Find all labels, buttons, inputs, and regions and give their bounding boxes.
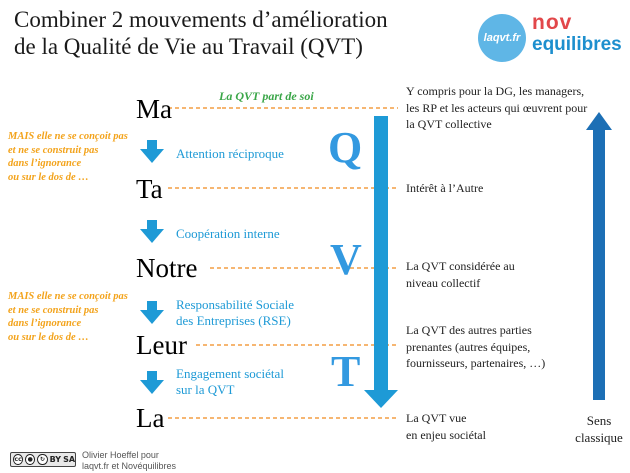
sens-classique-line-2: classique xyxy=(575,430,623,445)
laqvt-logo-text: laqvt.fr xyxy=(483,32,521,44)
title-line-2: de la Qualité de Vie au Travail (QVT) xyxy=(14,34,363,59)
letter-q: Q xyxy=(328,123,363,172)
desc-ma-line-2: les RP et les acteurs qui œuvrent pour xyxy=(406,100,588,115)
desc-notre-line-1: La QVT considérée au xyxy=(406,259,515,273)
down-arrow-icon-4 xyxy=(140,371,164,394)
word-notre: Notre xyxy=(136,253,198,283)
mais-note-2: MAIS elle ne se conçoit pas et ne se con… xyxy=(8,290,128,344)
desc-leur: La QVT des autres parties prenantes (aut… xyxy=(406,322,545,372)
by-person-icon: ● xyxy=(25,454,36,465)
sens-classique-label: Sens classique xyxy=(560,412,630,446)
mais-note-1-line-4: ou sur le dos de … xyxy=(8,171,89,183)
sens-classique-line-1: Sens xyxy=(586,413,612,428)
mais-note-1-line-3: dans l’ignorance xyxy=(8,158,82,169)
page-title: Combiner 2 mouvements d’amélioration de … xyxy=(14,6,388,60)
credit-line-1: Olivier Hoeffel pour xyxy=(82,450,159,460)
mais-note-2-line-1: MAIS elle ne se conçoit pas xyxy=(8,291,128,302)
mais-note-1-line-2: et ne se construit pas xyxy=(8,144,99,156)
desc-leur-line-3: fournisseurs, partenaires, …) xyxy=(406,356,546,370)
down-arrow-icon-3 xyxy=(140,301,164,324)
tagline: La QVT part de soi xyxy=(219,89,314,103)
link-attention: Attention réciproque xyxy=(176,146,284,161)
desc-la-line-2: en enjeu sociétal xyxy=(406,427,486,442)
desc-ta: Intérêt à l’Autre xyxy=(406,181,484,195)
desc-leur-line-1: La QVT des autres parties xyxy=(406,323,532,337)
sens-classique-up-arrow xyxy=(586,112,612,400)
desc-ma-line-3: la QVT collective xyxy=(406,117,492,131)
link-engagement-line-1: Engagement sociétal xyxy=(176,366,284,381)
word-la: La xyxy=(136,403,165,433)
credit-line-2: laqvt.fr et Novéquilibres xyxy=(82,461,177,471)
link-rse-line-1: Responsabilité Sociale xyxy=(176,297,295,312)
mais-note-2-line-4: ou sur le dos de … xyxy=(8,331,89,343)
down-arrow-icon-1 xyxy=(140,140,164,163)
word-ta: Ta xyxy=(136,174,163,204)
down-arrow-icon-2 xyxy=(140,220,164,243)
credit: Olivier Hoeffel pour laqvt.fr et Novéqui… xyxy=(82,450,176,472)
cc-license-badge: cc ● ↻ BY SA xyxy=(10,452,76,467)
sa-share-icon: ↻ xyxy=(37,454,48,465)
cc-sa-label: SA xyxy=(63,455,76,464)
novequilibres-logo: nov equilibres xyxy=(532,12,622,56)
mais-note-1-line-1: MAIS elle ne se conçoit pas xyxy=(8,131,128,142)
letter-t: T xyxy=(331,347,361,396)
link-cooperation: Coopération interne xyxy=(176,226,280,241)
qvt-down-arrow xyxy=(364,116,398,408)
desc-la: La QVT vue en enjeu sociétal xyxy=(406,410,486,443)
mais-note-2-line-3: dans l’ignorance xyxy=(8,318,82,329)
desc-ma-line-1: Y compris pour la DG, les managers, xyxy=(406,84,585,98)
cc-by-label: BY xyxy=(49,455,62,464)
novequilibres-logo-line-1: nov xyxy=(532,11,573,34)
letter-v: V xyxy=(330,235,362,284)
desc-la-line-1: La QVT vue xyxy=(406,411,467,425)
word-ma: Ma xyxy=(136,94,172,124)
desc-notre-line-2: niveau collectif xyxy=(406,275,481,290)
desc-notre: La QVT considérée au niveau collectif xyxy=(406,258,515,291)
link-engagement: Engagement sociétal sur la QVT xyxy=(176,366,284,398)
word-leur: Leur xyxy=(136,330,187,360)
mais-note-1: MAIS elle ne se conçoit pas et ne se con… xyxy=(8,130,128,184)
link-engagement-line-2: sur la QVT xyxy=(176,382,235,397)
link-rse-line-2: des Entreprises (RSE) xyxy=(176,313,291,328)
laqvt-logo: laqvt.fr xyxy=(478,14,526,62)
novequilibres-logo-line-2: equilibres xyxy=(532,34,622,55)
title-line-1: Combiner 2 mouvements d’amélioration xyxy=(14,7,388,32)
desc-leur-line-2: prenantes (autres équipes, xyxy=(406,339,531,354)
link-rse: Responsabilité Sociale des Entreprises (… xyxy=(176,297,294,329)
cc-icon: cc xyxy=(13,454,24,465)
mais-note-2-line-2: et ne se construit pas xyxy=(8,304,99,316)
desc-ma: Y compris pour la DG, les managers, les … xyxy=(406,83,587,133)
